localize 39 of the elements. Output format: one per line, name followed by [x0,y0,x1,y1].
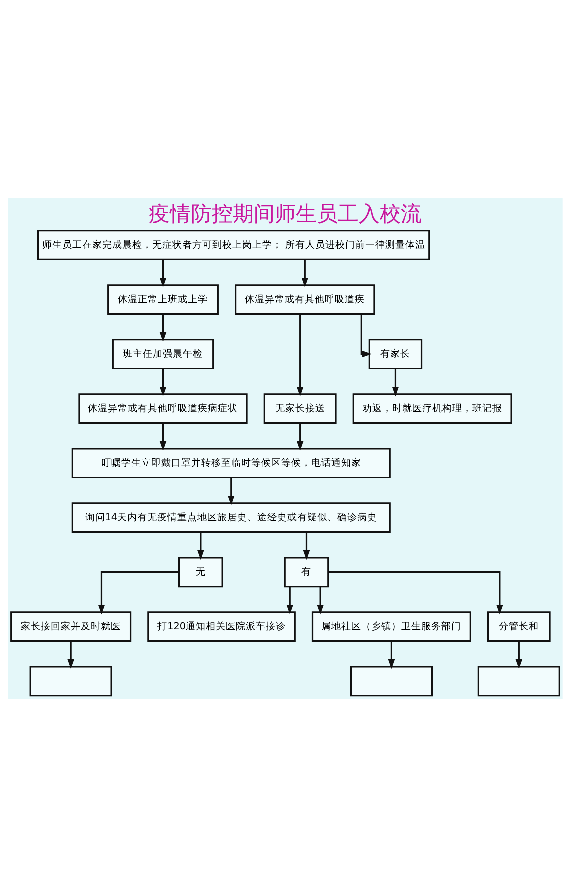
arrow [160,368,167,396]
node-box: 询问14天内有无疫情重点地区旅居史、途经史或有疑似、确诊病史 [72,502,391,533]
node-box: 体温异常或有其他呼吸道疾病症状 [78,393,248,424]
arrow [198,532,204,560]
node-box: 家长接回家并及时就医 [10,611,132,642]
arrow [68,640,74,669]
arrow [328,571,504,614]
arrow [392,368,400,396]
node-box: 属地社区（乡镇）卫生服务部门 [312,611,472,642]
arrow [160,314,167,342]
node-box: 叮嘱学生立即戴口罩并转移至临时等候区等候，电话通知家 [72,448,391,478]
arrow [303,532,310,560]
arrow [302,259,309,288]
node-box: 师生员工在家完成晨检，无症状者方可到校上岗上学； 所有人员进校门前一律测量体温 [37,230,430,260]
arrow [388,640,396,669]
node-box [478,666,560,696]
arrow [160,259,167,288]
node-box: 体温异常或有其他呼吸道疾 [235,284,376,315]
arrow [296,314,304,396]
arrow [360,314,372,358]
node-box: 有家长 [368,338,423,370]
arrow [296,422,304,451]
node-box [350,666,433,696]
node-box [30,666,112,696]
diagram-title: 疫情防控期间师生员工入校流 [149,202,422,226]
node-box: 分管长和 [488,611,551,642]
node-box: 有 [284,556,330,588]
arrow [317,586,324,614]
arrow [228,477,235,506]
node-box: 无家长接送 [264,393,337,424]
node-box: 劝返，时就医疗机构理，班记报 [352,393,512,424]
arrow [286,586,294,614]
node-box: 无 [178,556,224,588]
node-box: 班主任加强晨午检 [112,338,214,370]
arrow [516,640,523,669]
node-box: 体温正常上班或上学 [108,284,219,315]
arrow [98,571,180,614]
node-box: 打120通知相关医院派车接诊 [148,611,296,642]
arrow [160,422,167,451]
